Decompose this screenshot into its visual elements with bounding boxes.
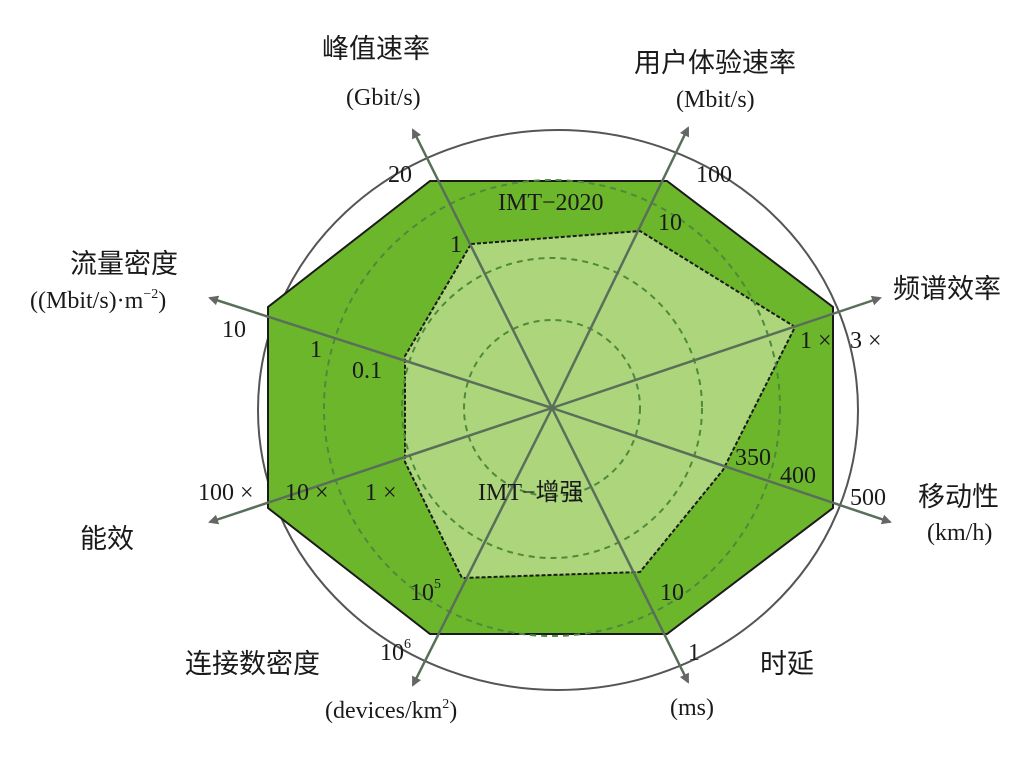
imt-advanced-polygon (404, 229, 797, 580)
axis-arrow (551, 295, 882, 410)
axis-title-traffic-density: 流量密度 (70, 249, 178, 280)
axis-title-mobility: 移动性 (918, 482, 999, 513)
axis-arrow (208, 406, 553, 525)
axis-title-user-rate: 用户体验速率 (634, 48, 796, 79)
axis-arrow (550, 407, 690, 684)
tick-label: 1 × (365, 480, 397, 506)
tick-label: 1 × (800, 328, 832, 354)
tick-sup: 6 (404, 637, 411, 652)
tick-label: 400 (780, 463, 816, 489)
axis-arrow (411, 128, 554, 409)
tick-label: 10 × (285, 480, 329, 506)
tick-label: 100 × (198, 480, 254, 506)
tick-label: 106 (380, 637, 411, 666)
series-label-imt2020: IMT−2020 (498, 190, 604, 216)
axis-unit-user-rate: (Mbit/s) (676, 87, 755, 113)
axis-title-latency: 时延 (760, 649, 814, 680)
axis-unit-peak-rate: (Gbit/s) (346, 85, 421, 111)
unit-end: ) (449, 698, 457, 724)
grid-circle (401, 257, 703, 559)
axis-arrow (551, 406, 892, 525)
tick-label: 1 (688, 640, 700, 666)
tick-label: 10 (222, 317, 246, 343)
axis-arrow (411, 407, 554, 687)
tick-label: 10 (658, 210, 682, 236)
unit-base: (devices/km (325, 698, 443, 724)
tick-label: 1 (310, 337, 322, 363)
axis-unit-latency: (ms) (670, 695, 714, 721)
tick-sup: 5 (434, 577, 441, 592)
axis-unit-mobility: (km/h) (927, 520, 992, 546)
tick-label: 20 (388, 162, 412, 188)
unit-sup: −2 (143, 287, 158, 302)
axis-title-connection-density: 连接数密度 (185, 649, 320, 680)
tick-label: 3 × (850, 328, 882, 354)
axis-unit-connection-density: (devices/km2) (325, 697, 457, 724)
axis-unit-traffic-density: ((Mbit/s)·m−2) (30, 287, 166, 314)
tick-base: 10 (410, 580, 434, 606)
axis-arrow (208, 295, 553, 410)
series-label-imt-advanced: IMT−增强 (478, 479, 584, 506)
unit-end: ) (158, 288, 166, 314)
tick-label: 10 (660, 580, 684, 606)
axis-title-peak-rate: 峰值速率 (322, 34, 430, 65)
tick-label: 105 (410, 577, 441, 606)
axis-title-energy-efficiency: 能效 (80, 524, 134, 555)
unit-base: ((Mbit/s)·m (30, 288, 144, 314)
axis-arrow (550, 126, 690, 409)
tick-label: 100 (696, 162, 732, 188)
grid-circle (463, 319, 641, 497)
axis-title-spectral-efficiency: 频谱效率 (893, 274, 1001, 305)
tick-label: 350 (735, 445, 771, 471)
tick-label: 500 (850, 485, 886, 511)
outer-circle (257, 129, 859, 691)
unit-sup: 2 (442, 697, 449, 712)
grid-circle (323, 179, 781, 637)
tick-label: 1 (450, 232, 462, 258)
tick-label: 0.1 (352, 358, 382, 384)
tick-base: 10 (380, 640, 404, 666)
